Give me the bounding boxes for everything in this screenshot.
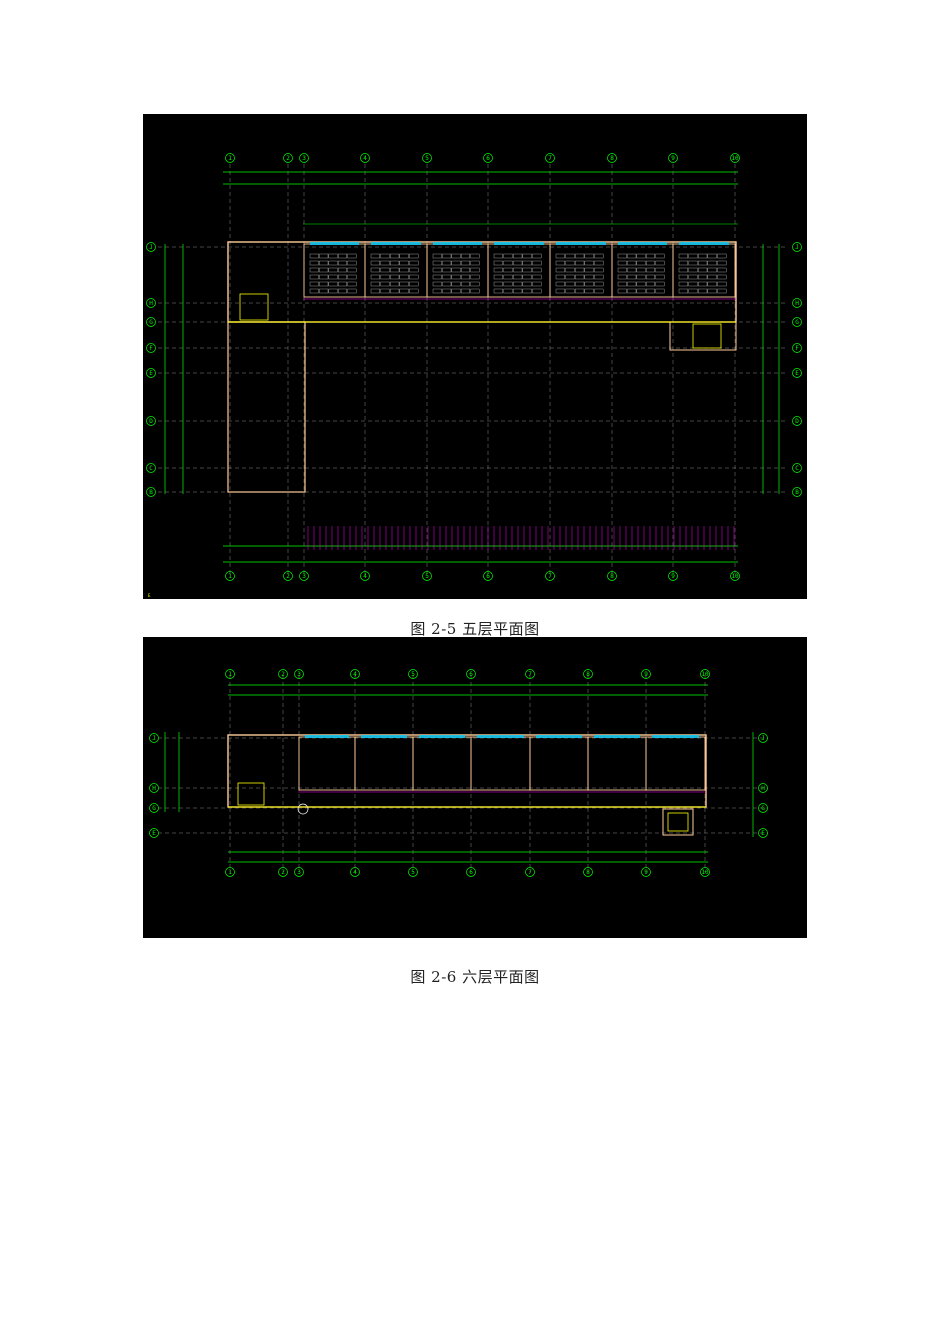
axis-number-label: 1 (228, 869, 232, 876)
figure-caption-2: 图 2-6 六层平面图 (410, 968, 540, 986)
axis-letter-label: E (795, 370, 799, 377)
axis-number-label: 1 (228, 155, 232, 162)
axis-number-label: 2 (286, 573, 290, 580)
axis-number-label: 9 (671, 155, 675, 162)
axis-number-label: 9 (644, 671, 648, 678)
axis-letter-label: H (761, 785, 765, 792)
axis-number-label: 8 (610, 573, 614, 580)
axis-letter-label: G (149, 319, 153, 326)
svg-text:E: E (148, 593, 151, 598)
axis-letter-label: J (149, 244, 153, 251)
axis-letter-label: D (149, 418, 153, 425)
axis-number-label: 2 (281, 671, 285, 678)
axis-number-label: 5 (411, 869, 415, 876)
axis-letter-label: B (149, 489, 153, 496)
axis-number-label: 1 (228, 573, 232, 580)
figure-caption-1: 图 2-5 五层平面图 (410, 620, 540, 638)
axis-number-label: 8 (586, 869, 590, 876)
axis-number-label: 7 (528, 671, 532, 678)
axis-letter-label: F (795, 345, 799, 352)
axis-letter-label: J (152, 735, 156, 742)
axis-letter-label: G (795, 319, 799, 326)
axis-letter-label: H (149, 300, 153, 307)
axis-number-label: 4 (353, 671, 357, 678)
axis-number-label: 2 (281, 869, 285, 876)
axis-number-label: 5 (411, 671, 415, 678)
axis-letter-label: C (795, 465, 799, 472)
axis-number-label: 2 (286, 155, 290, 162)
axis-number-label: 4 (363, 573, 367, 580)
axis-number-label: 3 (297, 869, 301, 876)
axis-number-label: 6 (469, 671, 473, 678)
axis-number-label: 10 (731, 155, 739, 162)
axis-letter-label: E (152, 830, 156, 837)
axis-letter-label: E (149, 370, 153, 377)
axis-number-label: 8 (586, 671, 590, 678)
axis-letter-label: B (795, 489, 799, 496)
axis-number-label: 5 (425, 155, 429, 162)
axis-letter-label: C (149, 465, 153, 472)
axis-number-label: 7 (528, 869, 532, 876)
axis-number-label: 1 (228, 671, 232, 678)
axis-number-label: 6 (486, 573, 490, 580)
axis-letter-label: D (795, 418, 799, 425)
axis-number-label: 9 (644, 869, 648, 876)
axis-letter-label: G (761, 805, 765, 812)
axis-number-label: 6 (486, 155, 490, 162)
axis-number-label: 7 (548, 573, 552, 580)
axis-letter-label: H (152, 785, 156, 792)
axis-number-label: 3 (297, 671, 301, 678)
axis-number-label: 10 (701, 869, 709, 876)
axis-number-label: 7 (548, 155, 552, 162)
axis-letter-label: F (149, 345, 153, 352)
axis-number-label: 3 (302, 573, 306, 580)
axis-number-label: 6 (469, 869, 473, 876)
axis-number-label: 3 (302, 155, 306, 162)
axis-number-label: 8 (610, 155, 614, 162)
axis-letter-label: G (152, 805, 156, 812)
axis-number-label: 10 (731, 573, 739, 580)
axis-number-label: 4 (353, 869, 357, 876)
axis-number-label: 5 (425, 573, 429, 580)
axis-letter-label: J (761, 735, 765, 742)
axis-letter-label: H (795, 300, 799, 307)
axis-number-label: 10 (701, 671, 709, 678)
axis-letter-label: J (795, 244, 799, 251)
axis-letter-label: E (761, 830, 765, 837)
axis-number-label: 9 (671, 573, 675, 580)
axis-number-label: 4 (363, 155, 367, 162)
